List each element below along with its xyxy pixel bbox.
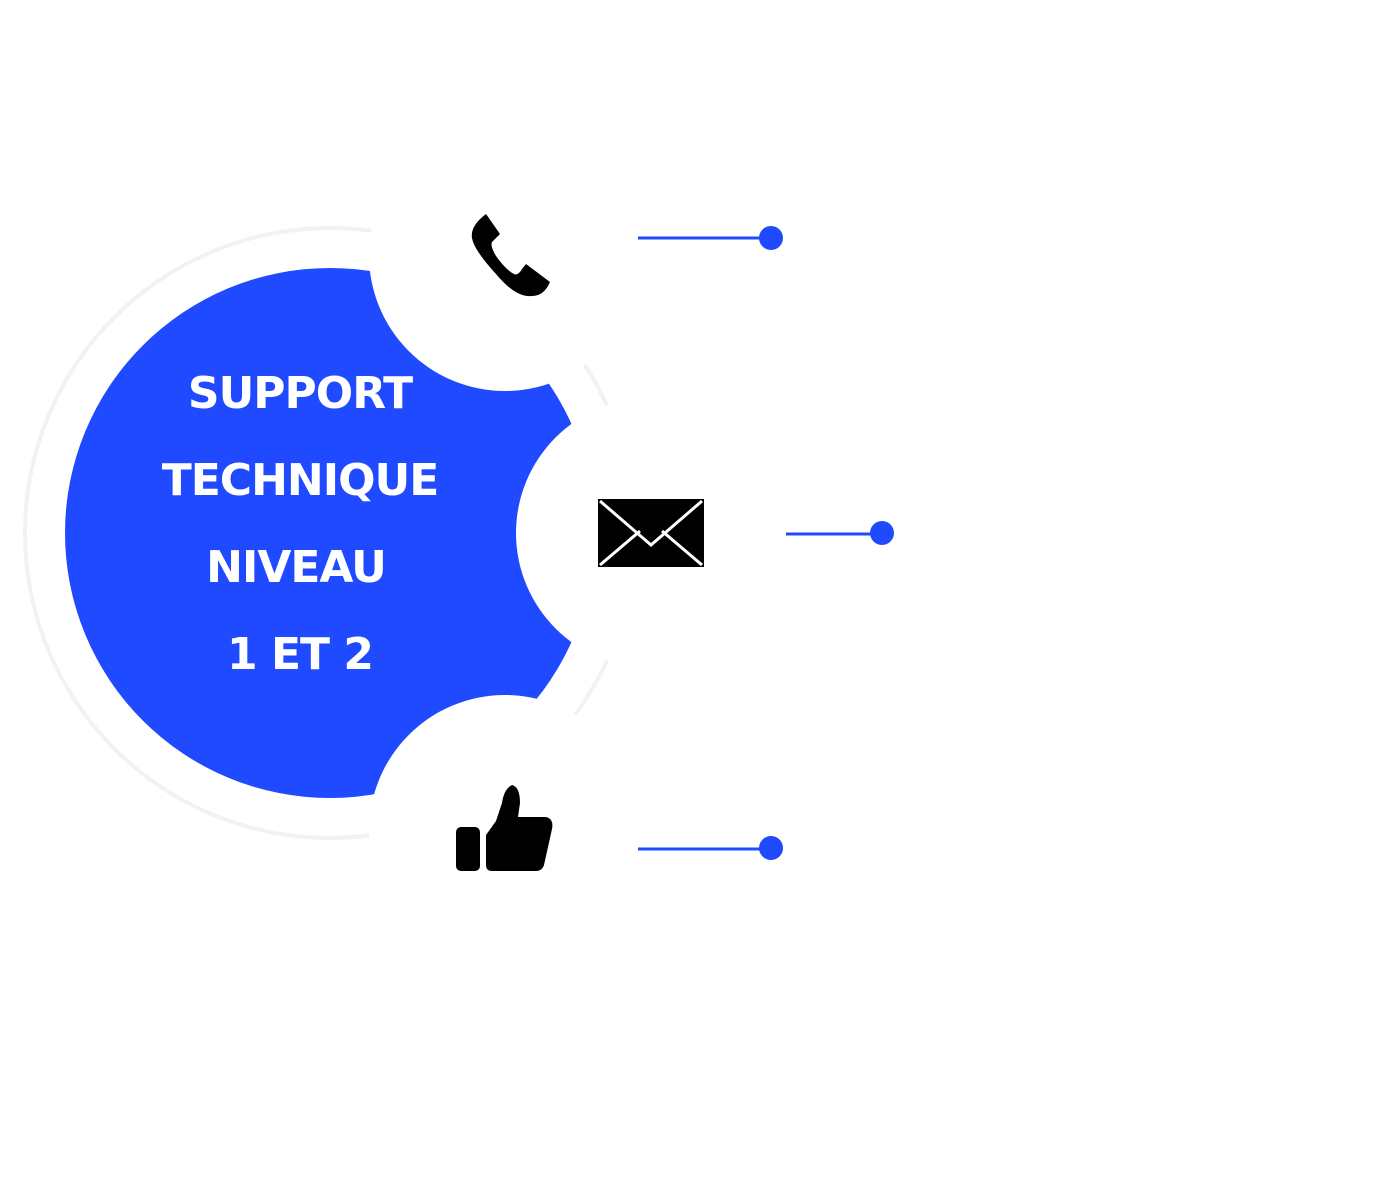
connector-envelope (786, 521, 894, 545)
title-line-3: NIVEAU (206, 542, 387, 593)
thumbs-up-icon (456, 785, 553, 871)
title-line-2: TECHNIQUE (161, 455, 440, 506)
blue-disc (65, 268, 595, 798)
phone-icon (471, 214, 550, 297)
title-line-1: SUPPORT (187, 368, 413, 419)
envelope-icon (598, 499, 704, 567)
connector-thumbs-up (638, 836, 783, 860)
cutout-top (369, 119, 641, 391)
connector-phone (638, 226, 783, 250)
title-line-4: 1 ET 2 (227, 629, 374, 680)
